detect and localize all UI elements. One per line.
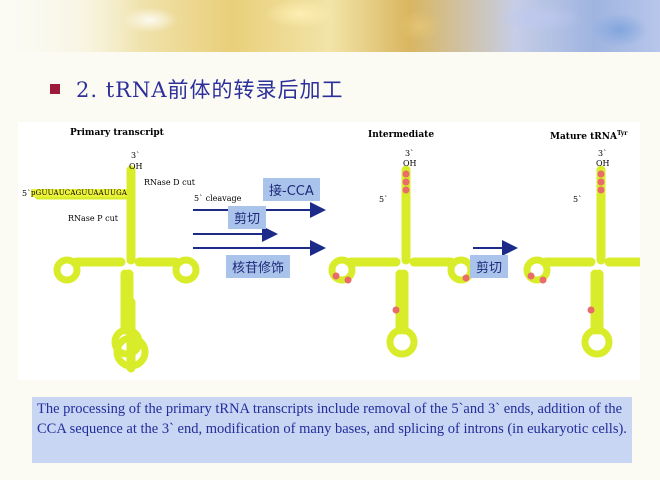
primary-d-loop [53,256,81,284]
rnase-p-cut-label: RNase P cut [68,214,118,223]
primary-intron-loop [113,334,149,370]
intermediate-d-loop [328,256,356,284]
mature-modified-c2 [597,186,605,194]
intermediate-modified-anticodon [392,306,400,314]
trna-structures [34,165,640,373]
title-bullet-icon [50,84,60,94]
rnase-d-cut-label: RNase D cut [144,178,195,187]
intermediate-oh: OH [403,159,417,168]
intermediate-modified-c1 [402,178,410,186]
intermediate-modified-a [402,170,410,178]
slide-title: 2. tRNA前体的转录后加工 [76,78,344,102]
primary-transcript-header: Primary transcript [70,128,164,138]
mature-modified-d1 [527,272,535,280]
mature-oh: OH [596,159,610,168]
intermediate-five-prime: 5` [379,195,389,204]
intermediate-modified-d2 [344,276,352,284]
modify-label: 核苷修饰 [226,255,291,278]
primary-t-loop [172,256,200,284]
cleavage-label: 5` cleavage [194,194,242,203]
intermediate-three-prime: 3` [405,149,415,158]
primary-three-prime: 3` [131,151,141,160]
intermediate-modified-c2 [402,186,410,194]
add-cca-label: 接-CCA [263,178,320,201]
primary-oh: OH [129,162,143,171]
trna-processing-diagram: Primary transcript Intermediate Mature t… [18,122,640,380]
mature-d-loop [523,256,551,284]
caption-box: The processing of the primary tRNA trans… [32,397,632,463]
intermediate-anticodon-loop [386,326,418,358]
primary-five-prime: 5` [22,189,32,198]
mature-three-prime: 3` [598,149,608,158]
mature-modified-a [597,170,605,178]
intermediate-header: Intermediate [368,130,435,140]
mature-trna-label: Mature tRNA [550,132,617,142]
cut-label: 剪切 [228,206,267,229]
mature-modified-c1 [597,178,605,186]
mature-trna-superscript: Tyr [616,130,628,137]
banner-fade [0,0,140,52]
mature-modified-d2 [539,276,547,284]
mature-trna-header: Mature tRNATyr [550,130,627,142]
title-row: 2. tRNA前体的转录后加工 [50,74,344,104]
leader-sequence: pGUUAUCAGUUAAUUGA [31,189,128,197]
mature-anticodon-loop [581,326,613,358]
mature-five-prime: 5` [573,195,583,204]
intermediate-modified-t [462,274,470,282]
mature-modified-anticodon [587,306,595,314]
intermediate-modified-d1 [332,272,340,280]
final-cut-label: 剪切 [470,255,509,278]
